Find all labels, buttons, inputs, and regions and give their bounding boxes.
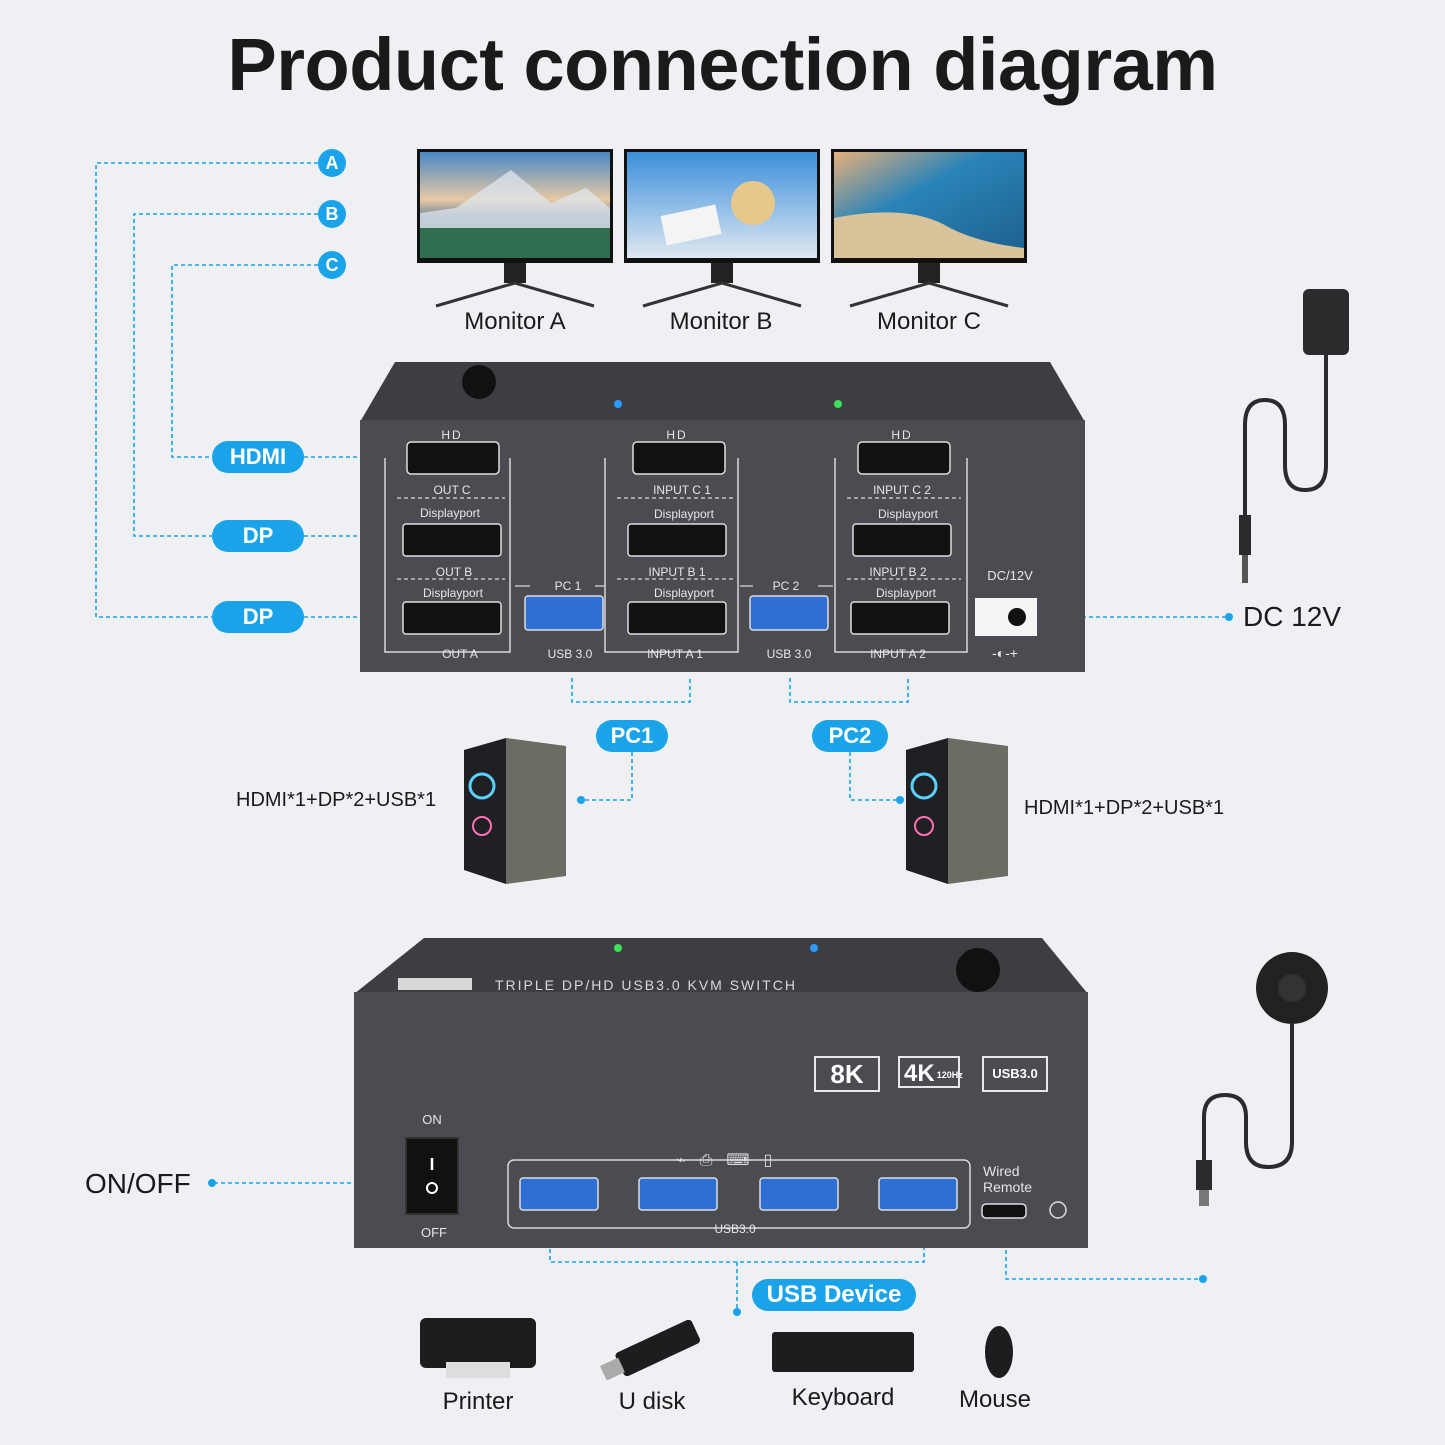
label-polarity: -◐-+ [992,645,1018,661]
label-wired-remote: Wired Remote [983,1163,1033,1195]
pc1-tower [464,738,566,884]
monitor-c [831,149,1027,308]
label-out-b: OUT B [435,565,473,579]
mouse-icon [985,1326,1013,1378]
circle-b: B [318,200,346,228]
label-displayport-2: Displayport [653,507,715,521]
line-a [95,162,318,618]
label-front-usb30: USB3.0 [714,1222,756,1236]
label-input-a1: INPUT A 1 [647,647,703,661]
hd-label-3: HD [891,428,913,442]
line-b [133,213,318,537]
label-displayport-6: Displayport [875,586,937,600]
badge-4k-text: 4K [904,1060,935,1087]
line-c [171,264,318,458]
on-off-label: ON/OFF [85,1168,191,1199]
monitor-c-label: Monitor C [876,308,982,335]
monitor-b-label: Monitor B [669,308,773,335]
label-off: OFF [421,1225,447,1240]
monitor-b [624,149,820,308]
label-pc1: PC 1 [554,579,582,593]
badge-usb30: USB3.0 [982,1056,1048,1092]
pill-dp-1: DP [212,520,304,552]
hd-label-1: HD [441,428,463,442]
pill-dp-2: DP [212,601,304,633]
label-out-c: OUT C [433,483,471,497]
hd-label-2: HD [666,428,688,442]
monitor-a [417,149,613,308]
pill-pc2: PC2 [812,720,888,752]
label-on: ON [422,1112,442,1127]
kvm-front-body [354,938,1088,1248]
label-displayport-5: Displayport [653,586,715,600]
kvm-rear-body [360,362,1085,672]
label-displayport-1: Displayport [419,506,481,520]
label-usb30-2: USB 3.0 [766,647,812,661]
mouse-label: Mouse [958,1386,1032,1413]
page-title: Product connection diagram [227,23,1218,106]
u-disk-icon [600,1320,701,1380]
label-input-b2: INPUT B 2 [869,565,927,579]
pc2-spec: HDMI*1+DP*2+USB*1 [1024,797,1225,819]
label-out-a: OUT A [442,647,478,661]
front-header-text: TRIPLE DP/HD USB3.0 KVM SWITCH [495,977,797,993]
usb-device-icons: ⌁⎙⌨▯ [676,1152,787,1169]
label-dc12v: DC/12V [987,568,1033,583]
circle-a: A [318,149,346,177]
label-input-a2: INPUT A 2 [870,647,926,661]
pc1-spec: HDMI*1+DP*2+USB*1 [236,789,437,811]
label-displayport-4: Displayport [422,586,484,600]
power-adapter [1239,289,1349,583]
pc2-tower [906,738,1008,884]
pill-hdmi: HDMI [212,441,304,473]
label-input-c2: INPUT C 2 [873,483,931,497]
label-displayport-3: Displayport [877,507,939,521]
wired-remote [1196,952,1328,1206]
badge-8k: 8K [814,1056,880,1092]
monitor-a-label: Monitor A [464,308,566,335]
label-input-c1: INPUT C 1 [653,483,711,497]
badge-120hz-text: 120Hz [936,1069,963,1080]
circle-c: C [318,251,346,279]
u-disk-label: U disk [618,1388,686,1415]
printer-label: Printer [442,1388,514,1415]
printer-icon [420,1318,536,1378]
pill-usb-device: USB Device [752,1279,916,1311]
keyboard-label: Keyboard [791,1384,895,1411]
keyboard-icon [772,1332,914,1372]
label-usb30-1: USB 3.0 [547,647,593,661]
dc-12v-label: DC 12V [1243,601,1342,632]
monitors-illustration [417,149,1027,308]
label-input-b1: INPUT B 1 [648,565,706,579]
label-pc2: PC 2 [772,579,800,593]
pill-pc1: PC1 [596,720,668,752]
